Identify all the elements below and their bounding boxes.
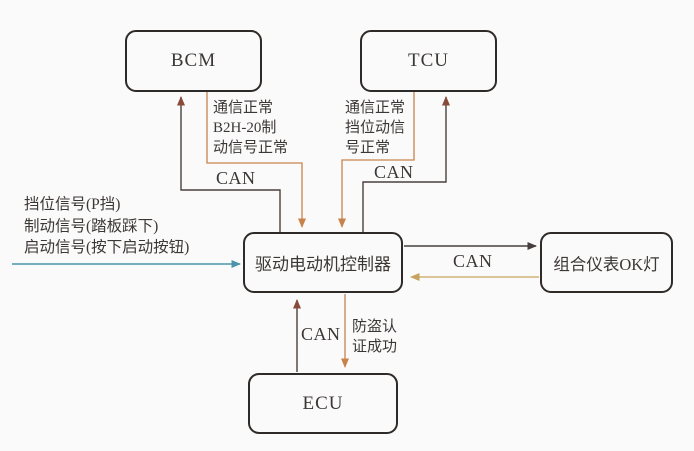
label-bcm-can: CAN bbox=[216, 168, 256, 188]
node-tcu-label: TCU bbox=[408, 50, 449, 71]
label-input-signals: 挡位信号(P挡) 制动信号(踏板踩下) 启动信号(按下启动按钮) bbox=[24, 196, 190, 256]
node-ecu: ECU bbox=[248, 373, 398, 434]
label-antitheft-auth: 防盗认 证成功 bbox=[352, 319, 398, 355]
label-cluster-can: CAN bbox=[453, 251, 493, 271]
label-tcu-feedback: 通信正常 挡位动信 号正常 bbox=[345, 100, 406, 156]
node-motor-controller-label: 驱动电动机控制器 bbox=[255, 255, 391, 274]
node-motor-controller: 驱动电动机控制器 bbox=[243, 232, 403, 293]
edge-controller-to-bcm bbox=[177, 96, 281, 232]
label-bcm-feedback: 通信正常 B2H-20制 动信号正常 bbox=[213, 100, 289, 156]
node-tcu: TCU bbox=[360, 30, 497, 92]
node-ecu-label: ECU bbox=[302, 392, 344, 414]
node-instrument-cluster-label: 组合仪表OK灯 bbox=[553, 254, 660, 274]
edge-tcu-to-controller bbox=[338, 92, 415, 228]
label-ecu-can: CAN bbox=[301, 324, 341, 344]
label-tcu-can: CAN bbox=[374, 162, 414, 182]
node-instrument-cluster: 组合仪表OK灯 bbox=[540, 232, 673, 293]
edge-controller-to-tcu bbox=[362, 96, 450, 232]
edge-bcm-to-controller bbox=[206, 92, 306, 228]
node-bcm-label: BCM bbox=[170, 50, 217, 71]
node-bcm: BCM bbox=[125, 30, 262, 92]
